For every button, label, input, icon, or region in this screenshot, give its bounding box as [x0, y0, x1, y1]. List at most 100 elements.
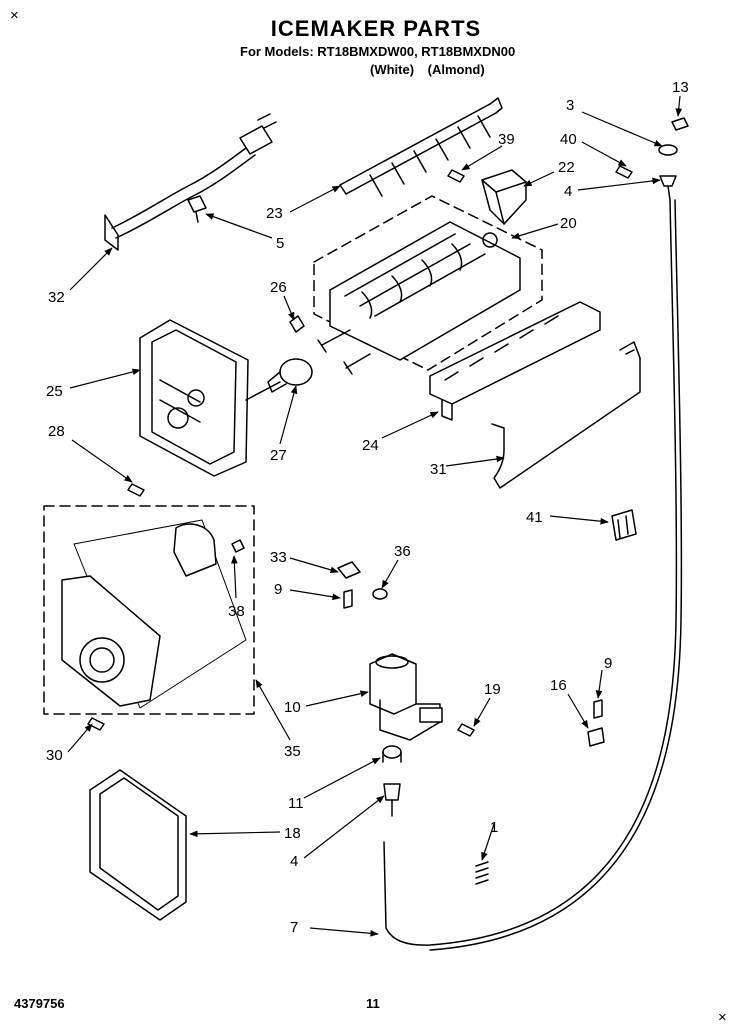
inlet-cap: [671, 117, 689, 131]
water-valve: [369, 653, 443, 741]
document-number: 4379756: [14, 996, 65, 1011]
callout-number: 13: [672, 79, 689, 96]
callout-number: 41: [526, 509, 543, 526]
wire-harness: [104, 113, 277, 251]
screw: [231, 539, 245, 553]
leader-line: [67, 723, 93, 753]
leader-line: [511, 223, 559, 240]
leader-line: [189, 830, 281, 838]
leader-line: [69, 368, 141, 389]
leader-line: [581, 111, 663, 147]
callout-number: 7: [290, 919, 298, 936]
leader-line: [481, 823, 495, 861]
screw: [87, 717, 105, 731]
nut: [372, 588, 388, 600]
clip: [187, 195, 207, 223]
leader-line: [473, 697, 491, 727]
screw: [615, 165, 633, 179]
leader-line: [303, 795, 385, 859]
leader-line: [289, 557, 339, 574]
valve-bracket: [337, 561, 361, 579]
screw: [343, 589, 353, 609]
screw: [593, 699, 603, 719]
callout-number: 35: [284, 743, 301, 760]
model-numbers: For Models: RT18BMXDW00, RT18BMXDN00: [240, 44, 516, 59]
leader-line: [289, 589, 341, 601]
leader-line: [675, 95, 683, 117]
callout-number: 28: [48, 423, 65, 440]
ejector-shaft: [339, 97, 503, 197]
callout-number: 4: [564, 183, 572, 200]
control-housing: [139, 319, 249, 477]
drive-coupler: [245, 358, 313, 401]
callout-number: 25: [46, 383, 63, 400]
callout-number: 5: [276, 235, 284, 252]
callout-number: 30: [46, 747, 63, 764]
page-number: 11: [366, 996, 380, 1011]
model-colors: (White) (Almond): [370, 62, 485, 77]
callout-number: 33: [270, 549, 287, 566]
leader-line: [279, 385, 298, 445]
motor-module: [43, 505, 255, 715]
bail-clip: [611, 509, 637, 541]
screw: [447, 169, 465, 183]
leader-line: [549, 515, 609, 525]
leader-line: [381, 411, 439, 439]
leader-line: [381, 559, 399, 589]
tube-clamp: [587, 727, 605, 747]
ice-bin-cover: [89, 769, 187, 921]
leader-line: [231, 555, 238, 599]
leader-line: [283, 295, 295, 321]
leader-line: [309, 927, 379, 937]
callout-number: 9: [274, 581, 282, 598]
callout-number: 19: [484, 681, 501, 698]
callout-number: 1: [490, 819, 498, 836]
leader-line: [71, 439, 133, 483]
page-title: ICEMAKER PARTS: [270, 16, 482, 41]
corner-mark: ×: [10, 7, 19, 24]
leader-line: [205, 213, 273, 239]
callout-number: 39: [498, 131, 515, 148]
shutoff-arm: [491, 341, 641, 489]
leader-line: [255, 679, 291, 741]
leader-line: [523, 171, 555, 187]
callout-number: 38: [228, 603, 245, 620]
callout-number: 3: [566, 97, 574, 114]
callout-number: 22: [558, 159, 575, 176]
callout-number: 26: [270, 279, 287, 296]
screw: [457, 723, 475, 737]
leader-line: [289, 185, 341, 213]
callout-number: 36: [394, 543, 411, 560]
stripper: [429, 301, 601, 421]
mold-cover: [481, 169, 527, 225]
mold-assembly: [313, 195, 543, 375]
callout-number: 24: [362, 437, 379, 454]
leader-line: [303, 757, 381, 799]
screw: [127, 483, 145, 497]
spring-clip: [289, 315, 305, 333]
tube-insert: [383, 783, 401, 817]
leader-line: [69, 247, 113, 291]
leader-line: [581, 141, 627, 167]
callout-number: 16: [550, 677, 567, 694]
callout-number: 40: [560, 131, 577, 148]
callout-number: 32: [48, 289, 65, 306]
leader-line: [445, 455, 505, 467]
leader-line: [595, 669, 603, 699]
compression-nut: [382, 745, 402, 763]
callout-number: 11: [288, 795, 304, 812]
leader-line: [567, 693, 589, 729]
callout-number: 18: [284, 825, 301, 842]
callout-number: 27: [270, 447, 287, 464]
spring: [475, 861, 489, 885]
callout-number: 4: [290, 853, 298, 870]
callout-number: 31: [430, 461, 447, 478]
callout-number: 23: [266, 205, 283, 222]
callout-number: 20: [560, 215, 577, 232]
leader-line: [577, 177, 661, 191]
callout-number: 10: [284, 699, 301, 716]
corner-mark: ×: [718, 1009, 727, 1026]
fill-cup: [383, 144, 683, 951]
leader-line: [461, 145, 503, 171]
